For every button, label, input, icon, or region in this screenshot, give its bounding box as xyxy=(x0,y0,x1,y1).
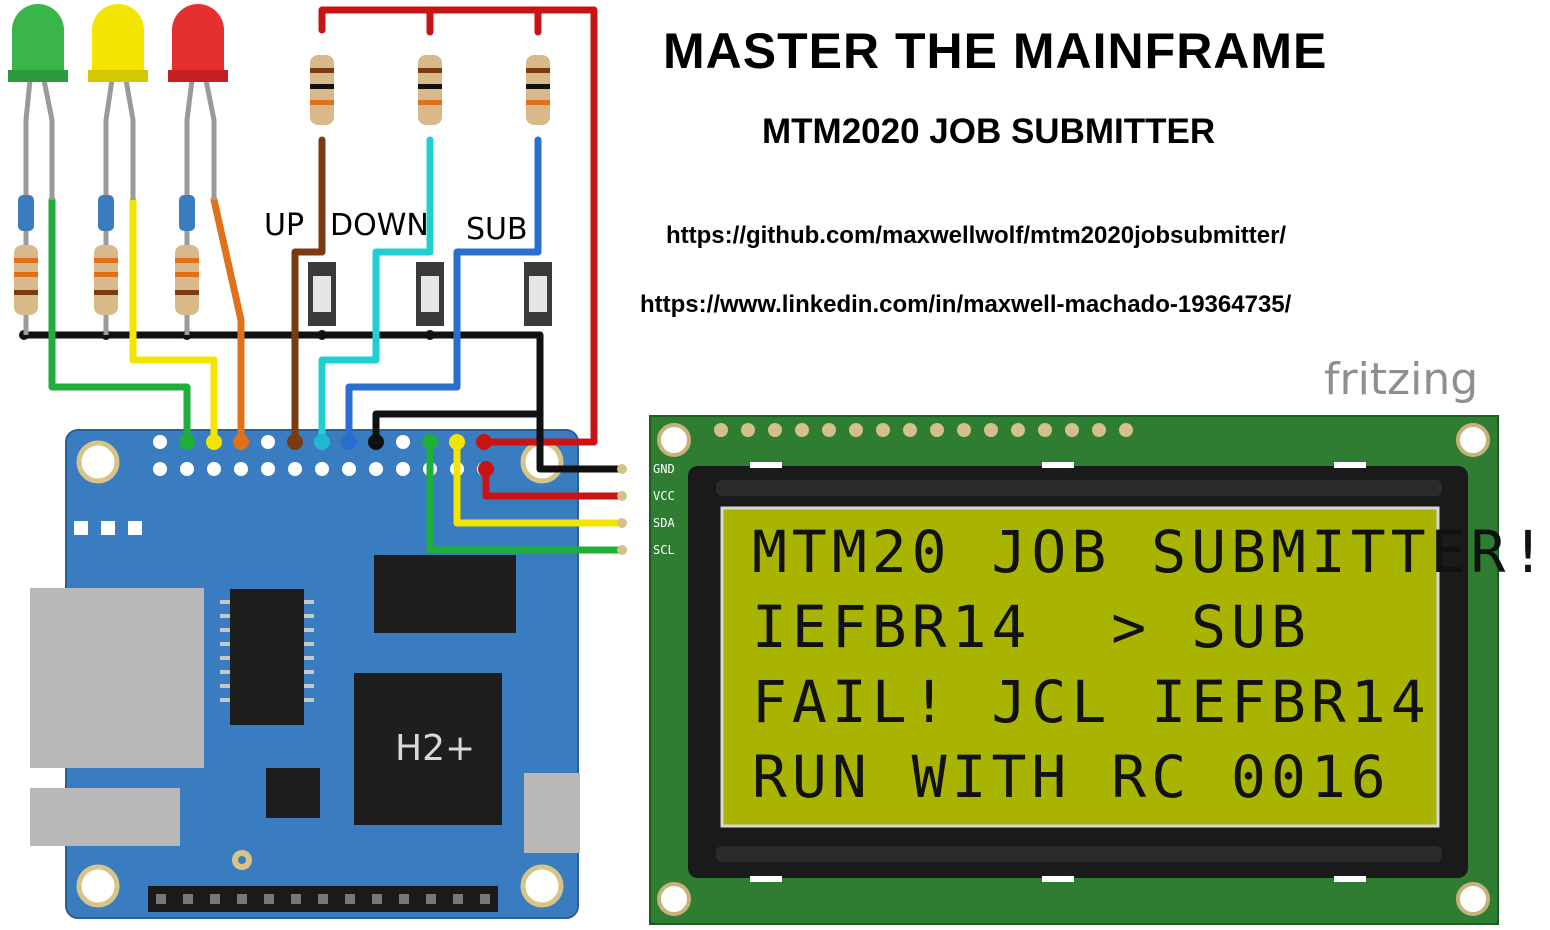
wire-red-lcd-vcc xyxy=(482,465,624,500)
lcd-header-pins xyxy=(714,423,1133,437)
lcd-screen xyxy=(720,506,1440,828)
lcd-pin-sda: SDA xyxy=(653,516,675,530)
lcd-line-2: IEFBR14 > SUB xyxy=(752,593,1311,661)
page-title: MASTER THE MAINFRAME xyxy=(663,23,1328,79)
github-link[interactable]: https://github.com/maxwellwolf/mtm2020jo… xyxy=(666,222,1287,249)
ethernet-port xyxy=(30,588,204,768)
resistors xyxy=(14,55,550,315)
side-port xyxy=(524,773,580,853)
lcd-line-3: FAIL! JCL IEFBR14 xyxy=(752,668,1431,736)
button-label-down: DOWN xyxy=(330,208,429,243)
wire-blue-sub xyxy=(345,136,542,446)
wire-green-scl xyxy=(426,438,624,554)
soc-chip xyxy=(354,673,502,825)
circuit-drawing xyxy=(8,4,1499,925)
lcd-pin-pads xyxy=(617,464,627,555)
button-label-sub: SUB xyxy=(466,212,528,247)
led-green xyxy=(8,4,68,82)
wire-red-vcc xyxy=(318,6,598,446)
led-yellow xyxy=(88,4,148,82)
wire-cyan-down xyxy=(318,136,434,446)
orange-pi-board xyxy=(30,429,580,919)
wire-black-board xyxy=(372,410,544,446)
led-red xyxy=(168,4,228,82)
wire-orange-led xyxy=(210,196,245,446)
soc-chip-label: H2+ xyxy=(395,728,476,769)
wire-green-led xyxy=(48,196,191,446)
circuit-diagram: MASTER THE MAINFRAME MTM2020 JOB SUBMITT… xyxy=(8,4,1546,925)
wire-yellow-sda xyxy=(453,438,624,527)
lcd-pin-scl: SCL xyxy=(653,543,675,557)
wire-black-gnd xyxy=(20,331,624,473)
lcd-pin-vcc: VCC xyxy=(653,489,675,503)
button-label-up: UP xyxy=(264,208,305,243)
lcd-line-1: MTM20 JOB SUBMITTER! xyxy=(752,518,1550,586)
wires xyxy=(20,6,624,554)
usb-port xyxy=(30,788,180,846)
fritzing-logo: fritzing xyxy=(1324,354,1479,405)
header-connections xyxy=(19,330,494,477)
lcd-module xyxy=(649,415,1499,925)
push-buttons xyxy=(308,262,552,326)
page-subtitle: MTM2020 JOB SUBMITTER xyxy=(762,112,1216,151)
lcd-line-4: RUN WITH RC 0016 xyxy=(752,743,1391,811)
wire-brown-up xyxy=(291,136,326,446)
lcd-pin-gnd: GND xyxy=(653,462,675,476)
wire-yellow-led xyxy=(129,196,218,446)
linkedin-link[interactable]: https://www.linkedin.com/in/maxwell-mach… xyxy=(640,291,1292,318)
